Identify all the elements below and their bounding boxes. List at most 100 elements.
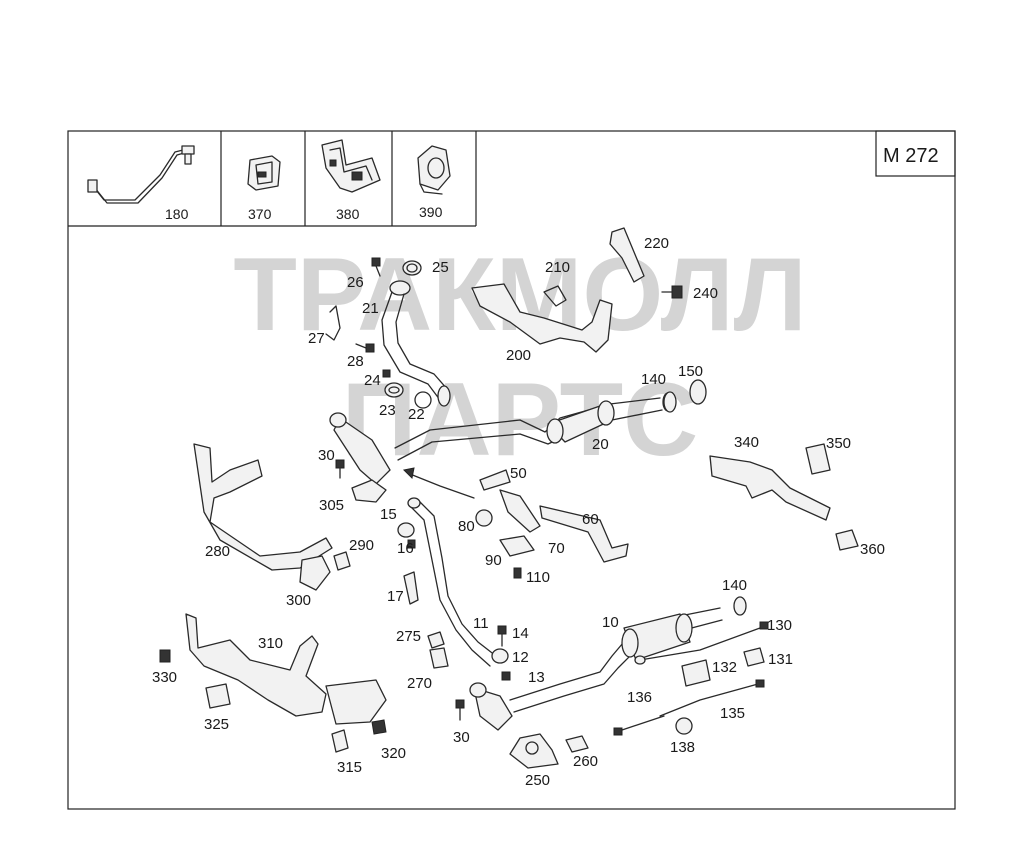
bracket-132[interactable] [681, 659, 711, 687]
callout-140-lower[interactable]: 140 [722, 577, 747, 594]
callout-240[interactable]: 240 [693, 285, 718, 302]
clip-320[interactable] [371, 719, 387, 735]
callout-275[interactable]: 275 [396, 628, 421, 645]
callout-280[interactable]: 280 [205, 543, 230, 560]
bolt-26[interactable] [371, 257, 381, 277]
callout-350[interactable]: 350 [826, 435, 851, 452]
callout-26[interactable]: 26 [347, 274, 364, 291]
nut-24[interactable] [382, 369, 391, 378]
bolt-14[interactable] [497, 625, 507, 647]
callout-315[interactable]: 315 [337, 759, 362, 776]
bolt-16[interactable] [407, 539, 416, 549]
bracket-350[interactable] [805, 443, 831, 475]
bracket-200[interactable] [471, 283, 613, 353]
holder-part-icon[interactable] [417, 145, 451, 195]
callout-340[interactable]: 340 [734, 434, 759, 451]
callout-27[interactable]: 27 [308, 330, 325, 347]
clip-131[interactable] [743, 647, 765, 667]
rear-exhaust-pipe-10[interactable] [469, 596, 747, 731]
callout-20[interactable]: 20 [592, 436, 609, 453]
callout-11[interactable]: 11 [473, 615, 489, 632]
bracket-60[interactable] [539, 505, 629, 563]
bracket-70[interactable] [499, 489, 541, 533]
pipe-11[interactable] [407, 497, 497, 667]
callout-210[interactable]: 210 [545, 259, 570, 276]
callout-14[interactable]: 14 [512, 625, 529, 642]
bracket-220[interactable] [609, 227, 645, 283]
clip-325[interactable] [205, 683, 231, 709]
callout-23[interactable]: 23 [379, 402, 396, 419]
sensor-130[interactable] [634, 621, 769, 665]
callout-60[interactable]: 60 [582, 511, 599, 528]
gasket-12[interactable] [491, 648, 509, 664]
bracket-part-icon[interactable] [321, 139, 381, 193]
callout-200[interactable]: 200 [506, 347, 531, 364]
callout-132[interactable]: 132 [712, 659, 737, 676]
bracket-300[interactable] [299, 555, 331, 591]
callout-80[interactable]: 80 [458, 518, 475, 535]
callout-130[interactable]: 130 [767, 617, 792, 634]
o2-sensor-part-icon[interactable] [87, 145, 195, 204]
clip-360[interactable] [835, 529, 859, 551]
callout-330[interactable]: 330 [152, 669, 177, 686]
callout-300[interactable]: 300 [286, 592, 311, 609]
callout-10[interactable]: 10 [602, 614, 619, 631]
callout-22[interactable]: 22 [408, 406, 425, 423]
callout-150[interactable]: 150 [678, 363, 703, 380]
clip-315[interactable] [331, 729, 349, 753]
callout-16[interactable]: 16 [397, 540, 414, 557]
callout-325[interactable]: 325 [204, 716, 229, 733]
sensor-136[interactable] [613, 715, 665, 736]
callout-260[interactable]: 260 [573, 753, 598, 770]
callout-320[interactable]: 320 [381, 745, 406, 762]
bracket-27[interactable] [325, 305, 341, 341]
clip-part-icon[interactable] [247, 155, 281, 191]
bolt-28[interactable] [355, 343, 375, 353]
callout-138[interactable]: 138 [670, 739, 695, 756]
callout-270[interactable]: 270 [407, 675, 432, 692]
callout-360[interactable]: 360 [860, 541, 885, 558]
callout-110[interactable]: 110 [526, 569, 550, 586]
bolt-30-upper[interactable] [335, 459, 345, 479]
bracket-90[interactable] [499, 535, 535, 557]
bolt-30-lower[interactable] [455, 699, 465, 721]
rubber-mount-80[interactable] [475, 509, 493, 527]
callout-310[interactable]: 310 [258, 635, 283, 652]
bracket-50[interactable] [479, 469, 511, 491]
callout-250[interactable]: 250 [525, 772, 550, 789]
callout-13[interactable]: 13 [528, 669, 545, 686]
gasket-15[interactable] [397, 522, 415, 538]
callout-25[interactable]: 25 [432, 259, 449, 276]
bracket-310[interactable] [185, 613, 387, 725]
grommet-138[interactable] [675, 717, 693, 735]
bolt-330[interactable] [159, 649, 171, 663]
clamp-275-270[interactable] [427, 631, 449, 669]
clamp-140-150[interactable] [663, 379, 707, 413]
bracket-17[interactable] [403, 571, 419, 605]
gasket-23[interactable] [384, 382, 404, 398]
callout-21[interactable]: 21 [362, 300, 379, 317]
bolt-240[interactable] [661, 285, 683, 299]
clip-305[interactable] [351, 479, 387, 503]
callout-290[interactable]: 290 [349, 537, 374, 554]
clip-260[interactable] [565, 735, 589, 753]
callout-50[interactable]: 50 [510, 465, 527, 482]
bolt-110[interactable] [513, 567, 522, 579]
gasket-22[interactable] [414, 391, 432, 409]
bracket-250[interactable] [509, 733, 559, 769]
callout-90[interactable]: 90 [485, 552, 502, 569]
callout-24[interactable]: 24 [364, 372, 381, 389]
callout-220[interactable]: 220 [644, 235, 669, 252]
callout-12[interactable]: 12 [512, 649, 529, 666]
callout-30-lower[interactable]: 30 [453, 729, 470, 746]
callout-131[interactable]: 131 [768, 651, 793, 668]
callout-17[interactable]: 17 [387, 588, 404, 605]
callout-135[interactable]: 135 [720, 705, 745, 722]
nut-13[interactable] [501, 671, 511, 681]
callout-15[interactable]: 15 [380, 506, 397, 523]
bracket-280[interactable] [193, 443, 333, 571]
clip-290[interactable] [333, 551, 351, 571]
callout-136[interactable]: 136 [627, 689, 652, 706]
callout-30-upper[interactable]: 30 [318, 447, 335, 464]
down-pipe-21[interactable] [381, 260, 451, 407]
